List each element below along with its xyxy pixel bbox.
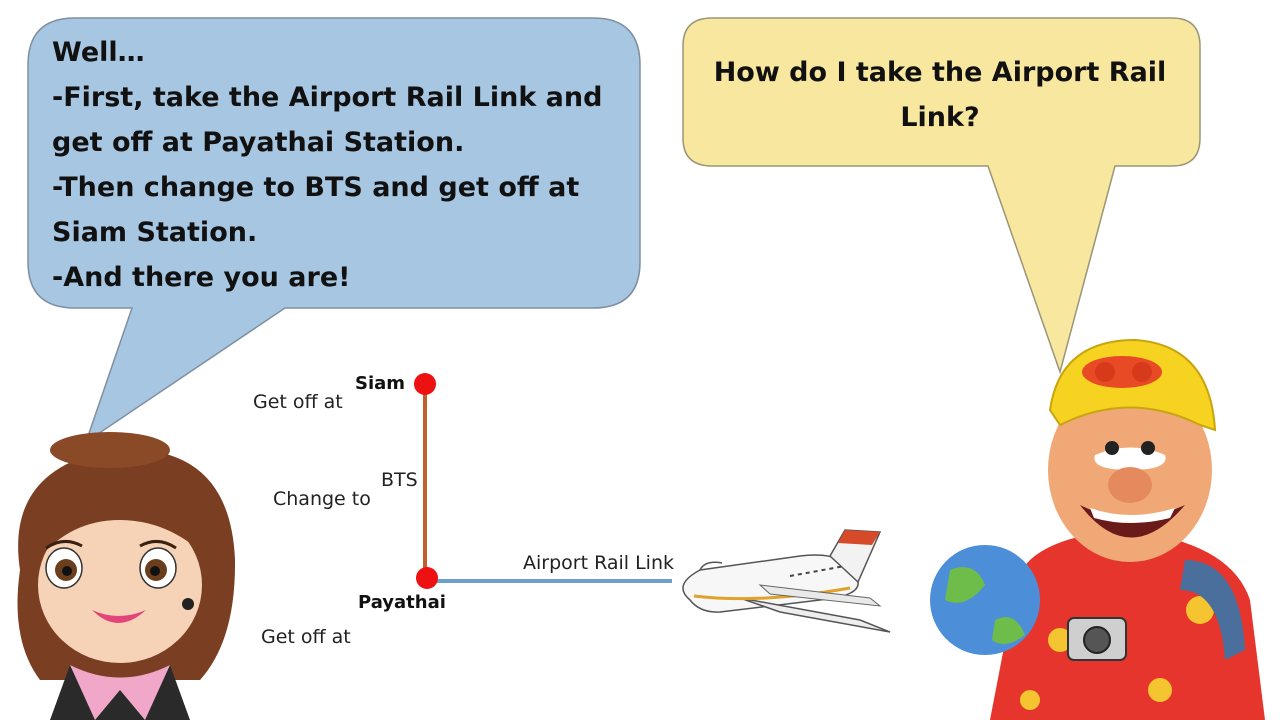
tourist-line: Link? (900, 102, 980, 133)
tourist-speech-text: How do I take the Airport Rail Link? (700, 50, 1180, 140)
tourist-character (930, 338, 1265, 720)
bts-label: BTS (381, 469, 418, 491)
guide-character (17, 432, 236, 720)
airplane-icon (682, 529, 891, 633)
siam-action-label: Get off at (253, 391, 343, 413)
guide-line: get off at Payathai Station. (52, 127, 465, 158)
guide-line: Well… (52, 37, 145, 68)
tourist-line: How do I take the Airport Rail (713, 57, 1167, 88)
guide-speech-text: Well… -First, take the Airport Rail Link… (52, 30, 627, 300)
siam-station-dot (414, 373, 436, 395)
guide-line: Siam Station. (52, 217, 258, 248)
payathai-action-label: Get off at (261, 626, 351, 648)
guide-speech-bubble (27, 17, 641, 444)
airport-rail-label: Airport Rail Link (523, 552, 675, 574)
bts-action-label: Change to (273, 488, 371, 510)
payathai-station-label: Payathai (358, 592, 446, 613)
guide-line: -And there you are! (52, 262, 351, 293)
guide-line: -Then change to BTS and get off at (52, 172, 580, 203)
payathai-station-dot (416, 567, 438, 589)
siam-station-label: Siam (355, 373, 406, 394)
tourist-speech-bubble (682, 17, 1201, 375)
guide-line: -First, take the Airport Rail Link and (52, 82, 603, 113)
